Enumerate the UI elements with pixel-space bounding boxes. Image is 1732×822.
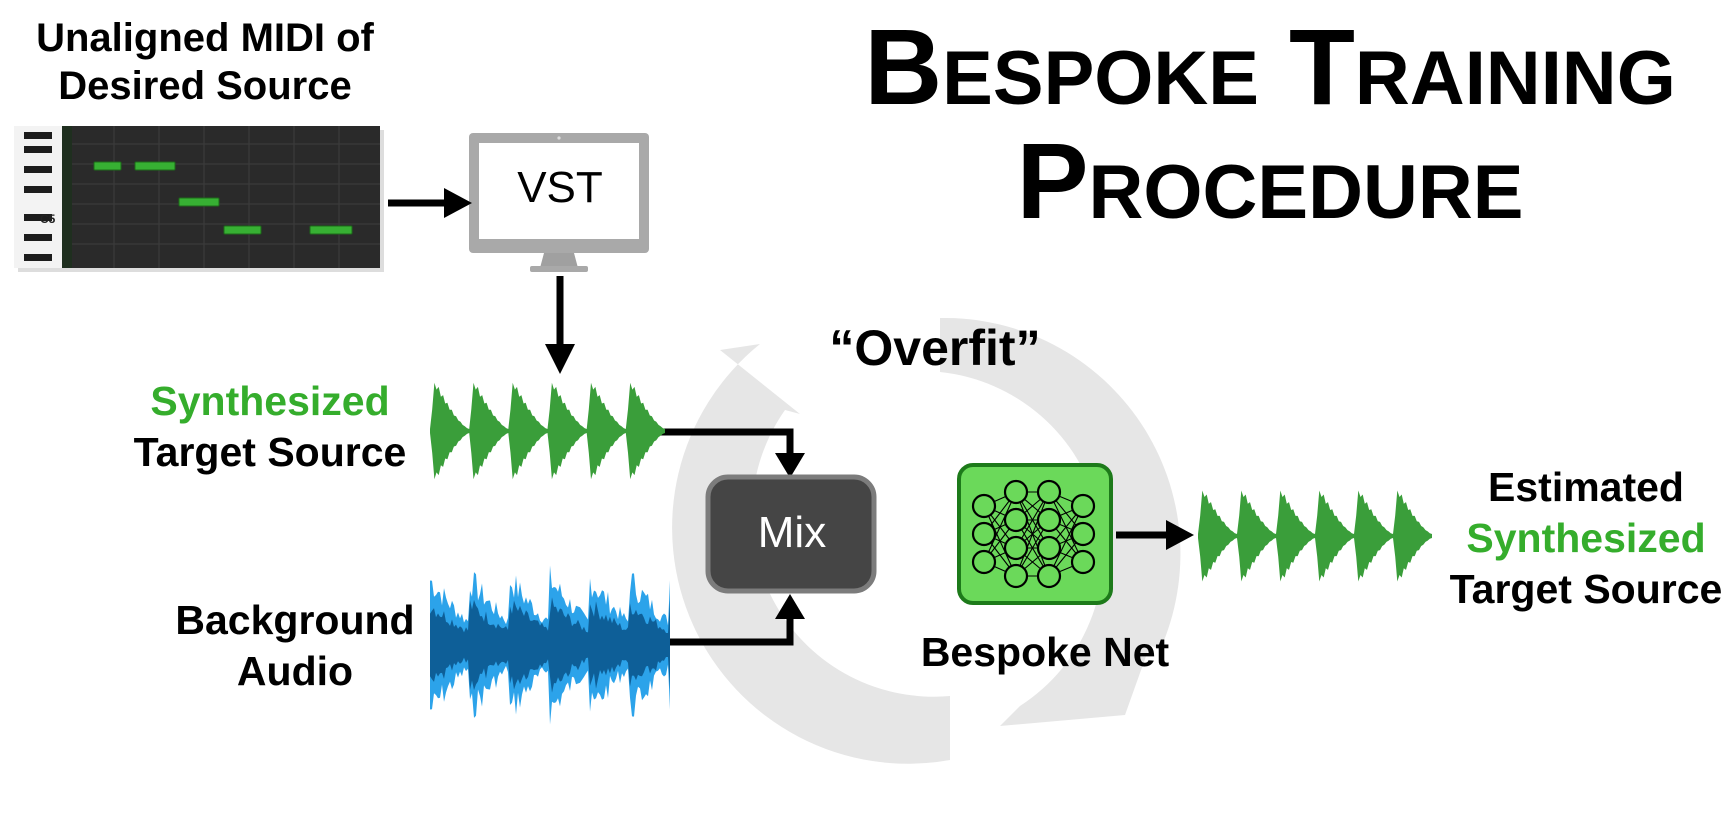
synthesized-waveform bbox=[430, 382, 665, 480]
mix-label: Mix bbox=[757, 508, 827, 557]
neuron-node bbox=[1003, 563, 1029, 589]
waveform-shape bbox=[430, 597, 670, 693]
title-line-1: Bespoke Training bbox=[864, 6, 1676, 127]
synthesized-label-line-2: Target Source bbox=[133, 429, 407, 475]
midi-label-line-1: Unaligned MIDI of bbox=[36, 16, 374, 60]
estimated-label-line-1: Estimated bbox=[1488, 464, 1684, 510]
midi-key-label: C5 bbox=[40, 212, 56, 226]
neuron-node bbox=[971, 493, 997, 519]
neuron-node bbox=[1003, 535, 1029, 561]
vst-label: VST bbox=[517, 163, 603, 212]
neuron-node bbox=[971, 521, 997, 547]
neuron-node bbox=[1003, 479, 1029, 505]
background-label-line-2: Audio bbox=[236, 648, 354, 694]
estimated-waveform bbox=[1198, 490, 1432, 582]
neuron-node bbox=[1036, 507, 1062, 533]
arrow-head bbox=[775, 594, 805, 619]
page-title: Bespoke Training Procedure bbox=[810, 10, 1730, 238]
estimated-label: Estimated Synthesized Target Source bbox=[1440, 462, 1732, 615]
synthesized-label-line-1: Synthesized bbox=[150, 378, 390, 424]
waveform-shape bbox=[430, 382, 665, 480]
arrow-head bbox=[775, 453, 805, 478]
background-label-line-1: Background bbox=[175, 597, 415, 643]
midi-note bbox=[93, 161, 122, 171]
vst-monitor-icon bbox=[469, 133, 649, 272]
title-line-2: Procedure bbox=[1016, 120, 1524, 241]
midi-note bbox=[178, 197, 220, 207]
bespoke-net-label: Bespoke Net bbox=[920, 629, 1170, 675]
estimated-label-line-3: Target Source bbox=[1449, 566, 1723, 612]
overfit-label: “Overfit” bbox=[829, 320, 1041, 376]
midi-label: Unaligned MIDI of Desired Source bbox=[0, 14, 410, 110]
neural-net-icon bbox=[957, 463, 1113, 605]
neuron-node bbox=[1070, 521, 1096, 547]
neuron-node bbox=[1036, 535, 1062, 561]
midi-piano-roll bbox=[14, 126, 384, 272]
neuron-node bbox=[971, 549, 997, 575]
estimated-label-line-2: Synthesized bbox=[1466, 515, 1706, 561]
midi-note bbox=[134, 161, 176, 171]
neuron-node bbox=[1003, 507, 1029, 533]
mix-box bbox=[705, 474, 877, 594]
midi-note bbox=[309, 225, 353, 235]
neuron-node bbox=[1070, 549, 1096, 575]
arrow-head bbox=[545, 344, 575, 374]
arrow-head bbox=[444, 188, 472, 218]
neuron-node bbox=[1036, 563, 1062, 589]
background-waveform bbox=[430, 565, 670, 725]
synthesized-label: Synthesized Target Source bbox=[120, 376, 420, 478]
background-label: Background Audio bbox=[155, 595, 435, 697]
waveform-shape bbox=[1198, 490, 1432, 582]
midi-note bbox=[223, 225, 262, 235]
neuron-node bbox=[1070, 493, 1096, 519]
midi-label-line-2: Desired Source bbox=[58, 64, 352, 108]
neuron-node bbox=[1036, 479, 1062, 505]
arrow-head bbox=[1166, 520, 1194, 550]
